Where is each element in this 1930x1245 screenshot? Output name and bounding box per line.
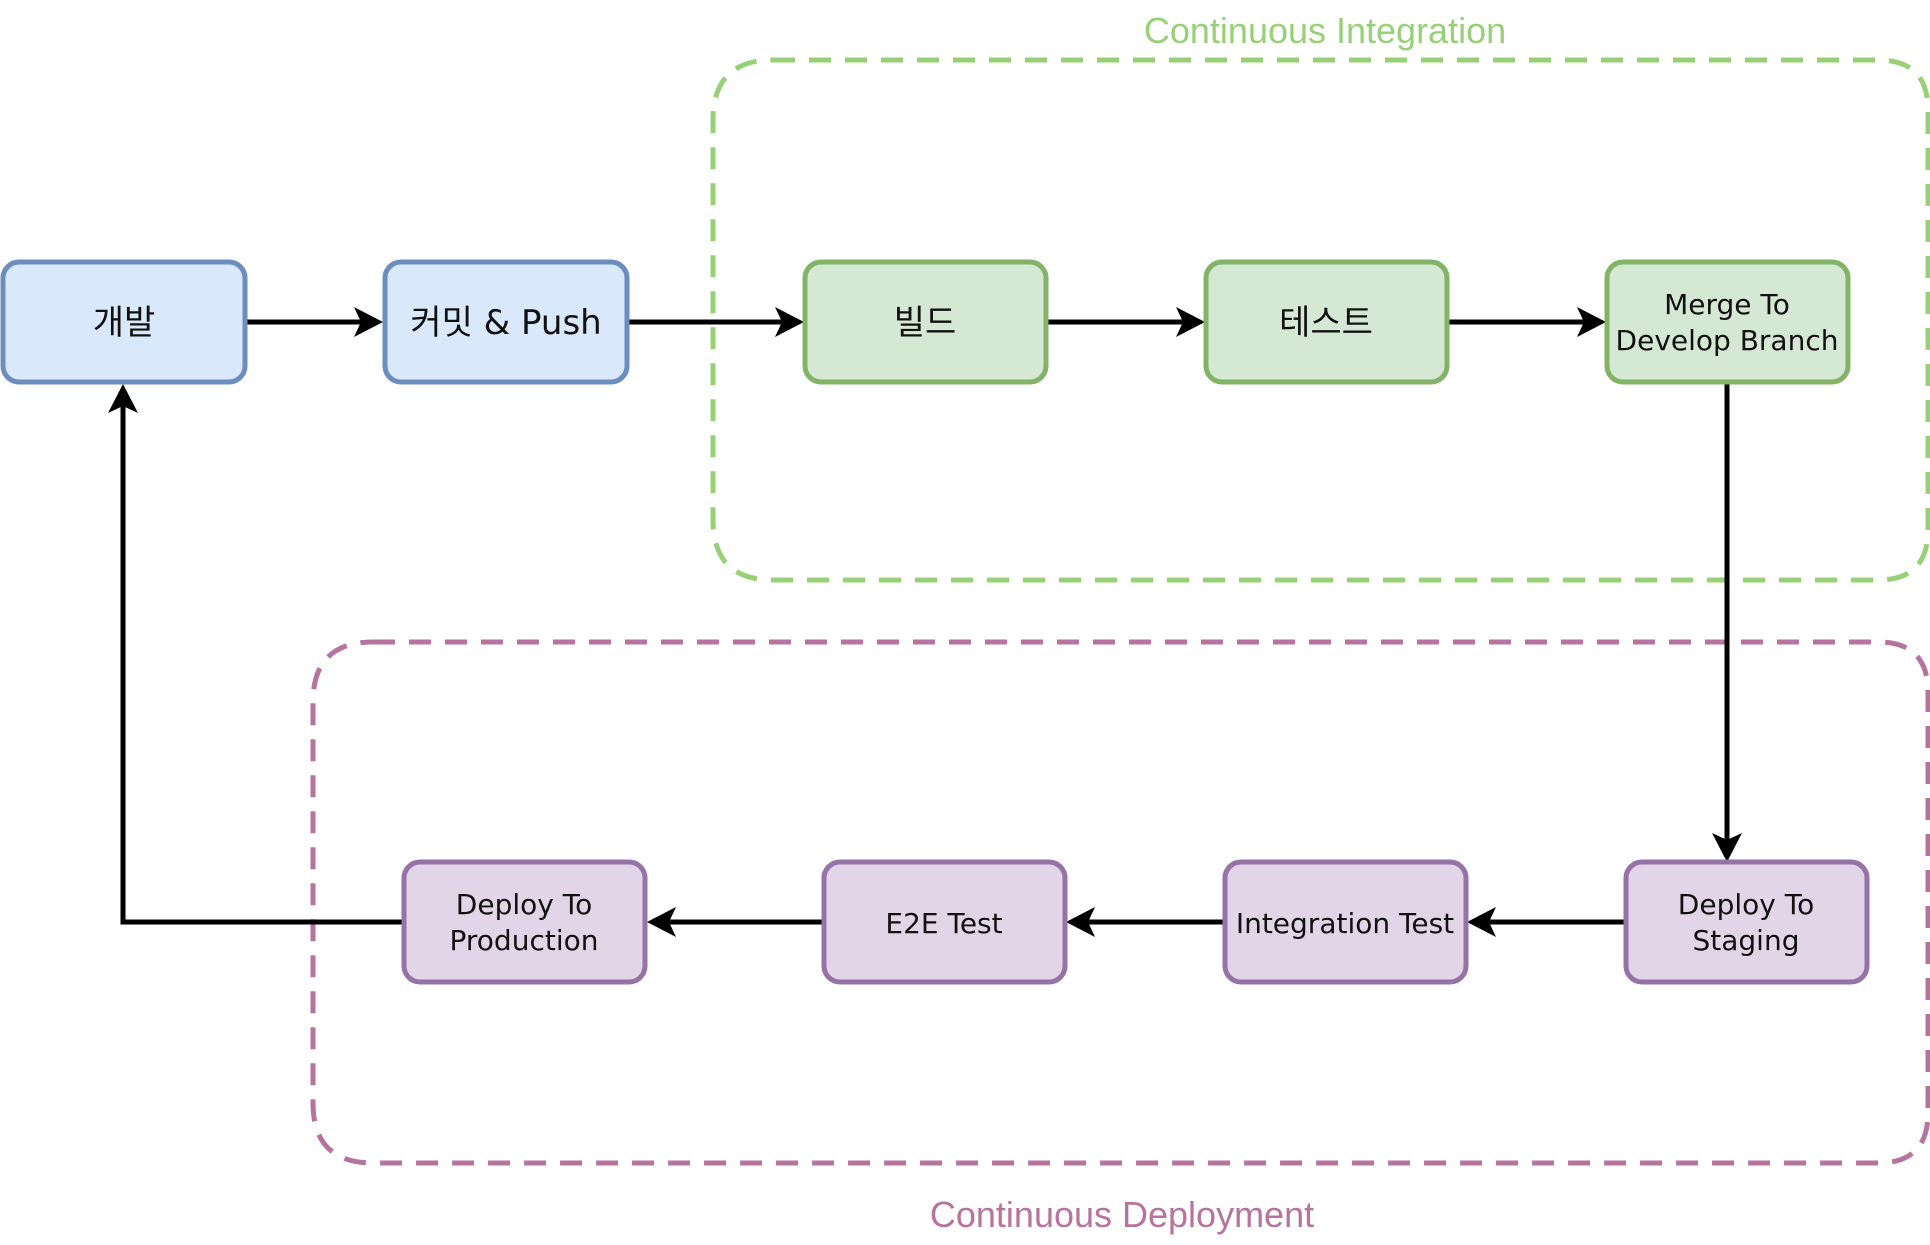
node-integration-test: Integration Test [1222,859,1469,985]
svg-text:Merge To: Merge To [1664,288,1790,321]
arrowhead-commit [354,307,383,337]
arrowhead-merge [1577,307,1606,337]
node-deploy-production: Deploy To Production [401,859,648,985]
node-test: 테스트 [1203,259,1450,385]
svg-text:Deploy To: Deploy To [1678,888,1814,921]
node-merge-develop: Merge To Develop Branch [1604,259,1851,385]
cd-group-label: Continuous Deployment [930,1194,1314,1235]
node-deploy-staging: Deploy To Staging [1623,859,1870,985]
arrowhead-integration [1467,907,1496,937]
svg-text:빌드: 빌드 [894,303,957,343]
arrowhead-e2e [1066,907,1095,937]
svg-text:Integration Test: Integration Test [1236,907,1454,940]
node-commit-push: 커밋 & Push [382,259,630,385]
node-build: 빌드 [802,259,1049,385]
arrowhead-build [775,307,804,337]
arrowhead-production [647,907,676,937]
node-e2e-test: E2E Test [821,859,1068,985]
arrowhead-develop [108,384,138,413]
svg-text:Deploy To: Deploy To [456,888,592,921]
node-develop: 개발 [0,259,248,385]
svg-text:E2E Test: E2E Test [885,907,1002,940]
svg-text:커밋 & Push: 커밋 & Push [410,303,601,343]
arrowhead-test [1176,307,1205,337]
ci-group-box [710,57,1930,583]
svg-text:Develop Branch: Develop Branch [1616,324,1839,357]
svg-text:Production: Production [450,924,599,957]
ci-group-label: Continuous Integration [1144,10,1506,51]
edge-production-to-develop [120,395,403,925]
svg-text:테스트: 테스트 [1279,303,1373,343]
arrowhead-staging [1712,833,1742,862]
svg-text:개발: 개발 [93,303,156,343]
svg-text:Staging: Staging [1693,924,1800,957]
cd-group-box [310,639,1930,1166]
